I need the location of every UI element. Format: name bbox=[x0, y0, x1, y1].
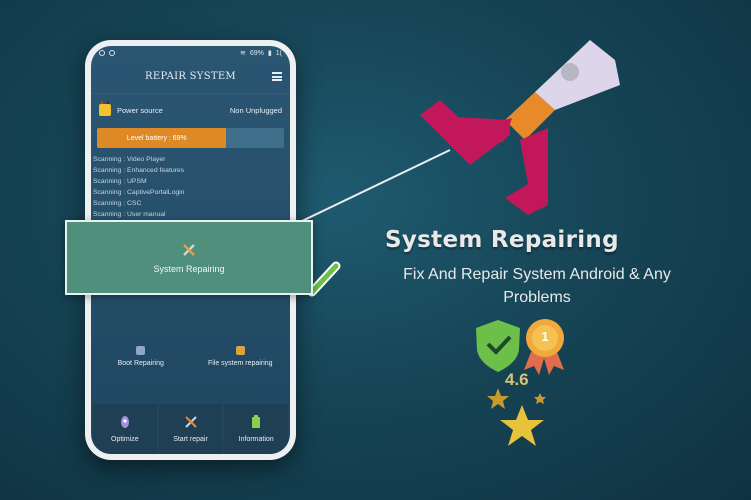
boot-icon bbox=[136, 346, 146, 355]
status-bar: ≋ 69% ▮ 1( bbox=[91, 46, 290, 60]
nav-label: Start repair bbox=[173, 436, 208, 443]
medal-icon bbox=[524, 319, 564, 375]
bottom-nav: Optimize Start repair Information bbox=[91, 404, 290, 454]
tools-icon bbox=[184, 416, 197, 428]
scan-item: Scanning : Enhanced features bbox=[93, 167, 185, 174]
scan-item: Scanning : UPSM bbox=[93, 178, 147, 185]
information-button[interactable]: Information bbox=[224, 404, 289, 454]
medal-number: 1 bbox=[541, 329, 549, 344]
system-repairing-card[interactable]: System Repairing bbox=[65, 220, 313, 295]
nav-label: Optimize bbox=[111, 436, 139, 443]
stars-icon bbox=[487, 388, 546, 446]
battery-level-label: Level battery : 69% bbox=[126, 134, 187, 142]
battery-percent: 69% bbox=[249, 49, 264, 57]
battery-info-icon bbox=[252, 415, 261, 428]
rocket-icon bbox=[120, 416, 129, 428]
start-repair-button[interactable]: Start repair bbox=[158, 404, 223, 454]
connector-line bbox=[299, 149, 451, 223]
app-title: REPAIR SYSTEM bbox=[145, 71, 236, 82]
power-state: Non Unplugged bbox=[229, 105, 282, 115]
scan-item: Scanning : User manual bbox=[93, 211, 166, 218]
rating-value: 4.6 bbox=[505, 370, 529, 389]
repair-options: Boot Repairing File system repairing bbox=[91, 346, 290, 367]
card-label: System Repairing bbox=[153, 263, 225, 274]
power-label: Power source bbox=[117, 105, 163, 115]
clock: 1( bbox=[275, 49, 282, 57]
battery-status-icon: ▮ bbox=[267, 50, 272, 57]
promo-subtitle: Fix And Repair System Android & Any Prob… bbox=[403, 266, 671, 306]
sync-icon bbox=[109, 50, 115, 56]
power-source-row: Power source Non Unplugged bbox=[91, 94, 290, 116]
nav-label: Information bbox=[238, 436, 274, 443]
app-header: REPAIR SYSTEM bbox=[91, 60, 290, 94]
scan-item: Scanning : Video Player bbox=[93, 156, 166, 163]
scan-item: Scanning : CaptivePortalLogin bbox=[93, 189, 185, 196]
file-system-repairing-button[interactable]: File system repairing bbox=[191, 346, 291, 367]
power-icon bbox=[99, 101, 111, 116]
wifi-icon: ≋ bbox=[240, 50, 246, 57]
battery-level-fill bbox=[97, 128, 227, 148]
notification-icon bbox=[99, 50, 105, 56]
shield-check-icon bbox=[476, 320, 520, 372]
repair-tools-icon bbox=[183, 243, 195, 256]
optimize-button[interactable]: Optimize bbox=[93, 404, 157, 454]
folder-icon bbox=[235, 346, 245, 355]
option-label: File system repairing bbox=[207, 360, 273, 367]
boot-repairing-button[interactable]: Boot Repairing bbox=[91, 346, 191, 367]
promo-title: System Repairing bbox=[385, 227, 619, 253]
option-label: Boot Repairing bbox=[117, 360, 164, 367]
menu-icon[interactable] bbox=[272, 72, 282, 81]
pliers-icon bbox=[420, 40, 620, 215]
battery-level-bar: Level battery : 69% bbox=[97, 128, 284, 148]
scan-item: Scanning : CSC bbox=[93, 200, 142, 207]
